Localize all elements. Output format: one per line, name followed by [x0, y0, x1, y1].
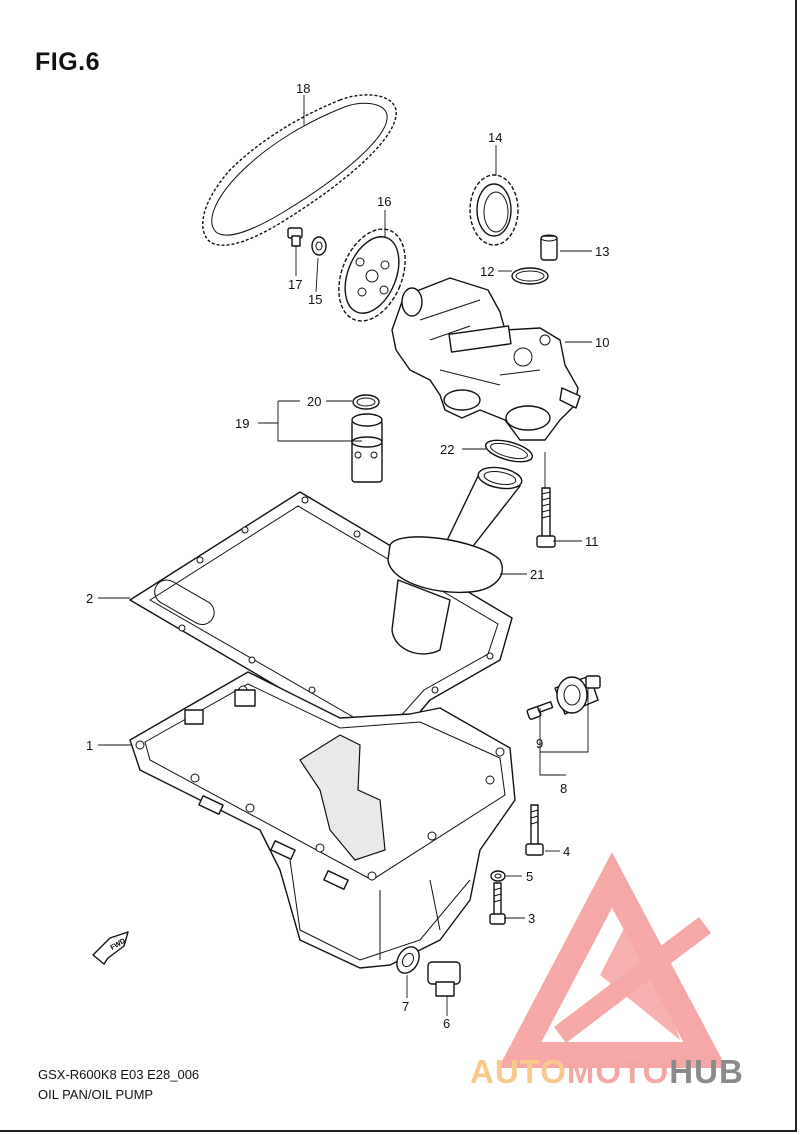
part-17-bolt [287, 227, 303, 247]
diagram-code: GSX-R600K8 E03 E28_006 [38, 1067, 200, 1082]
part-11-bolt [536, 487, 556, 548]
callout-18: 18 [296, 81, 310, 96]
part-20-o-ring [352, 394, 380, 410]
callout-22: 22 [440, 442, 454, 457]
callout-15: 15 [308, 292, 322, 307]
watermark-wordmark: AUTOMOTOHUB [470, 1053, 744, 1091]
part-9-bolt [526, 701, 554, 720]
watermark-triangle-logo [498, 852, 727, 1068]
part-1-oil-pan [129, 671, 516, 969]
figure-title: FIG.6 [35, 48, 101, 76]
callout-19: 19 [235, 416, 249, 431]
callout-7: 7 [402, 999, 409, 1014]
part-21-oil-strainer [387, 466, 523, 655]
callout-labels: 18 14 16 17 15 12 13 10 20 19 22 11 21 2… [86, 81, 609, 1031]
part-7-gasket [396, 946, 420, 974]
part-12-o-ring [511, 267, 549, 285]
callout-9: 9 [536, 736, 543, 751]
callout-20: 20 [307, 394, 321, 409]
callout-10: 10 [595, 335, 609, 350]
part-15-washer [311, 236, 327, 256]
part-3-bolt [489, 882, 506, 925]
forward-arrow-icon: FWD [92, 931, 129, 965]
callout-6: 6 [443, 1016, 450, 1031]
callout-12: 12 [480, 264, 494, 279]
callout-1: 1 [86, 738, 93, 753]
part-14-gear [469, 174, 519, 246]
part-6-drain-plug [427, 961, 461, 997]
callout-8: 8 [560, 781, 567, 796]
callout-4: 4 [563, 844, 570, 859]
part-19-sleeve [351, 413, 383, 483]
callout-17: 17 [288, 277, 302, 292]
part-8-oil-pressure-switch [554, 675, 601, 715]
part-4-bolt [525, 804, 544, 856]
callout-14: 14 [488, 130, 502, 145]
part-22-o-ring [485, 439, 533, 463]
callout-21: 21 [530, 567, 544, 582]
watermark-moto: MOTO [566, 1053, 670, 1090]
callout-13: 13 [595, 244, 609, 259]
callout-16: 16 [377, 194, 391, 209]
part-18-chain [202, 94, 397, 246]
part-16-sprocket [338, 228, 406, 322]
part-13-dowel-pin [540, 234, 558, 261]
leader-lines [98, 95, 592, 1016]
part-10-oil-pump [391, 277, 581, 441]
callout-5: 5 [526, 869, 533, 884]
callout-2: 2 [86, 591, 93, 606]
part-5-washer [490, 870, 506, 882]
diagram-name: OIL PAN/OIL PUMP [38, 1087, 154, 1102]
watermark-hub: HUB [669, 1053, 744, 1090]
watermark-auto: AUTO [470, 1053, 567, 1090]
callout-3: 3 [528, 911, 535, 926]
callout-11: 11 [585, 534, 599, 549]
